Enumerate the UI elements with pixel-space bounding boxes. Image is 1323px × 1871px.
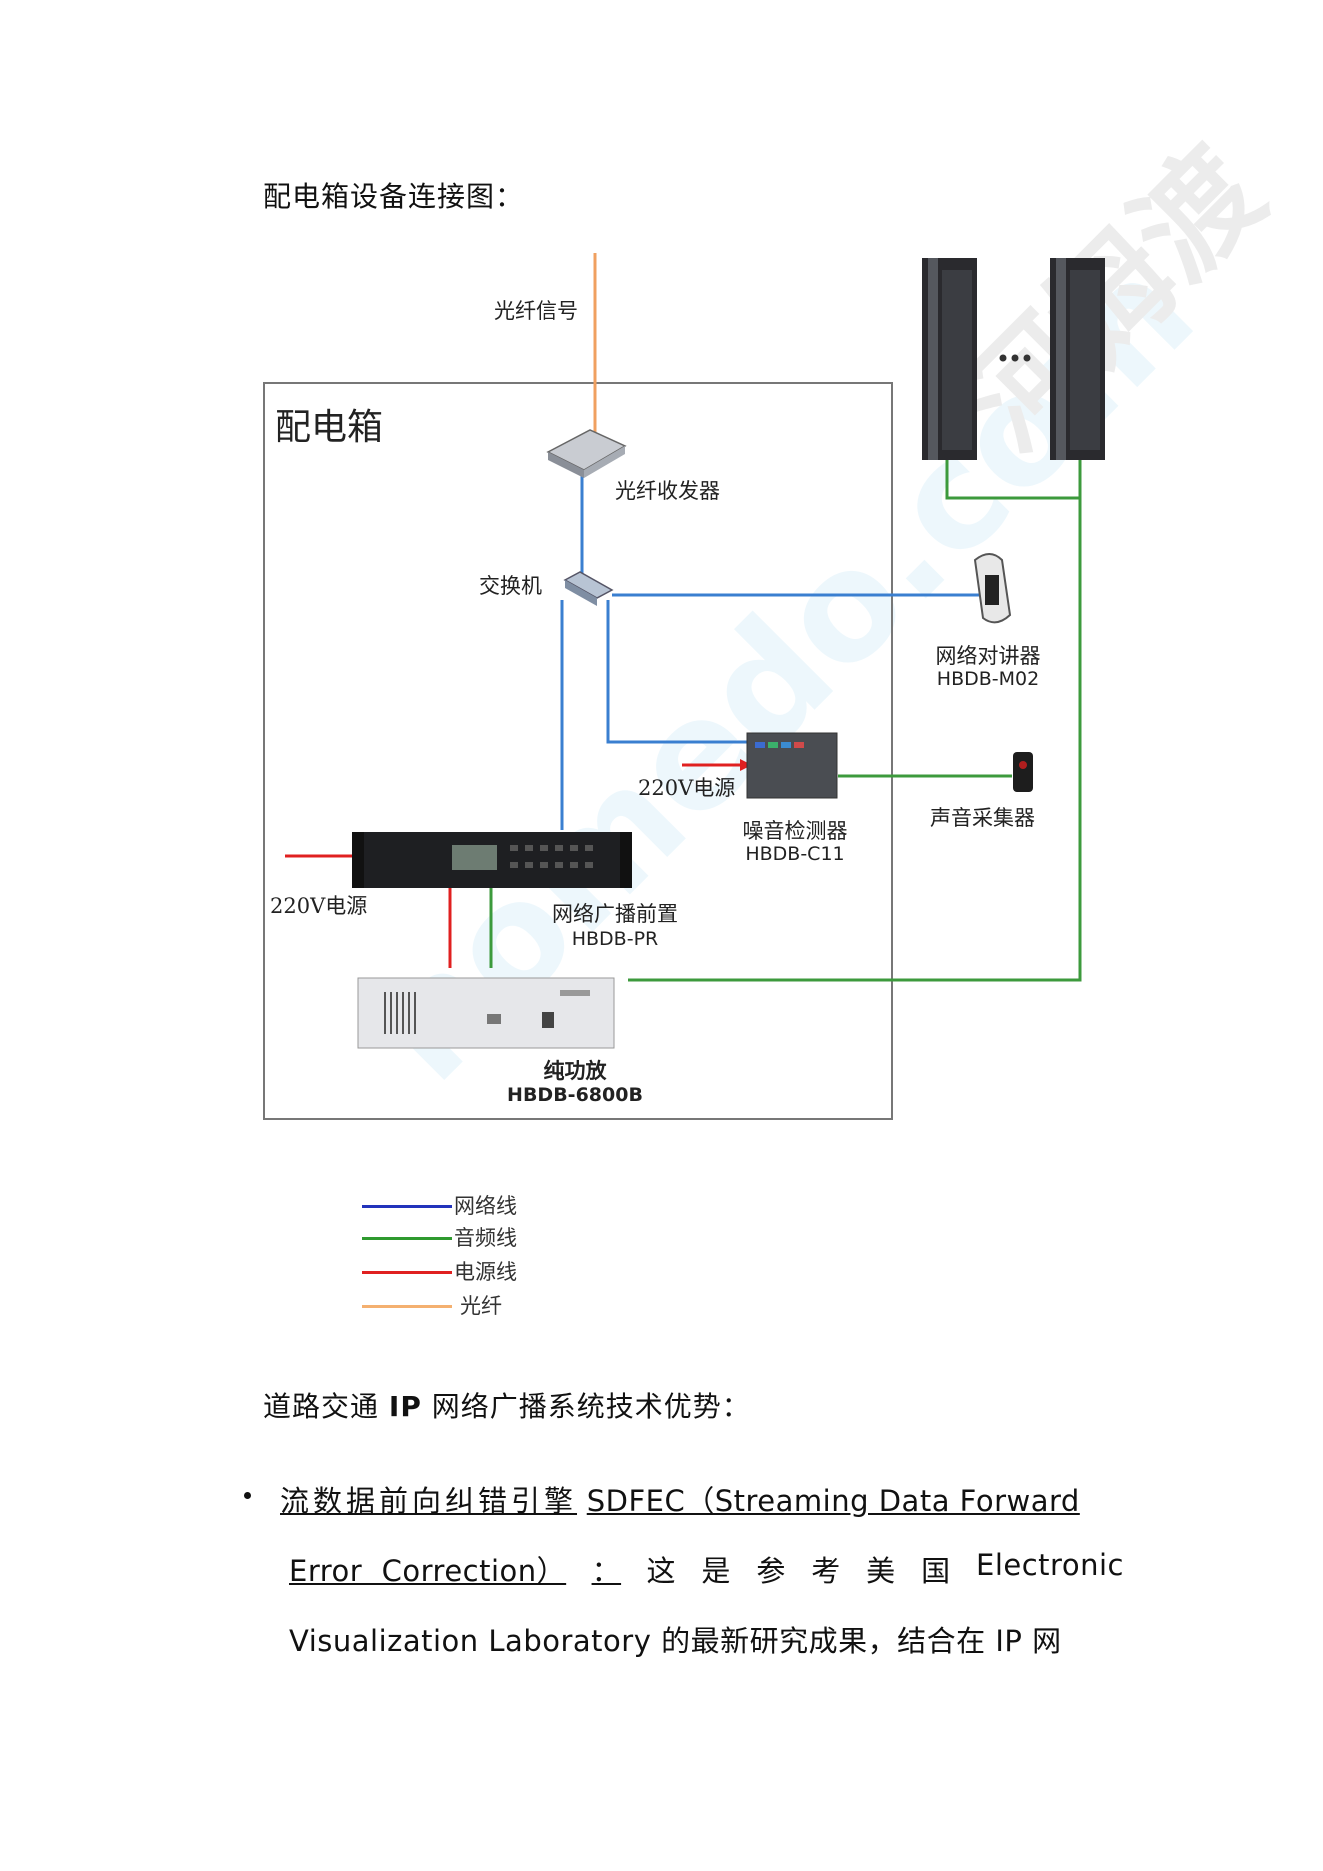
label-intercom-model: HBDB-M02 [936, 668, 1040, 690]
advantages-heading-post: 网络广播系统技术优势： [431, 1390, 751, 1423]
label-noise-detector: 噪音检测器 [742, 819, 848, 843]
audio-lines [489, 460, 1082, 982]
legend-label: 音频线 [454, 1226, 517, 1250]
distribution-box-frame [263, 382, 893, 1120]
body-line-3-ip: IP [995, 1624, 1023, 1658]
body-line-2-char: 国 [921, 1554, 951, 1588]
distribution-box-title: 配电箱 [275, 407, 384, 448]
fiber-transceiver-device [546, 429, 627, 478]
power-lines [285, 763, 740, 968]
network-lines [560, 470, 985, 830]
diagram-heading: 配电箱设备连接图： [263, 180, 525, 213]
label-fiber-signal: 光纤信号 [494, 299, 578, 323]
body-line-3-latin: Visualization Laboratory [289, 1624, 652, 1658]
intercom-device [973, 553, 1012, 624]
preamp-device [352, 832, 632, 888]
body-line-2-colon: ： [591, 1554, 622, 1588]
legend-swatch [362, 1271, 452, 1274]
sound-collector-device [1013, 752, 1033, 792]
body-line-2-end: Electronic [976, 1548, 1124, 1582]
body-line-2-char: 参 [756, 1554, 786, 1588]
label-sound-collector: 声音采集器 [930, 806, 1035, 830]
legend-label: 光纤 [460, 1294, 502, 1318]
body-line-1-cn: 流数据前向纠错引擎 [280, 1484, 578, 1518]
label-amplifier: 纯功放 [543, 1058, 607, 1083]
body-line-3-cn: 的最新研究成果，结合在 [661, 1624, 986, 1658]
body-line-2-char: 美 [866, 1554, 896, 1588]
body-line-2-latin: Error Correction） [289, 1554, 567, 1588]
legend-item: 音频线 [362, 1222, 562, 1252]
advantages-heading: 道路交通 IP 网络广播系统技术优势： [263, 1385, 751, 1425]
body-line-3: Visualization Laboratory 的最新研究成果，结合在 IP … [289, 1618, 1062, 1660]
label-switch: 交换机 [479, 574, 542, 598]
body-line-2-char: 这 [646, 1554, 676, 1588]
body-line-2-char: 是 [701, 1554, 731, 1588]
bullet-icon [244, 1492, 251, 1499]
legend-label: 电源线 [454, 1260, 517, 1284]
diagram-canvas: homedo.com 河姆渡 [263, 123, 1290, 1120]
label-fiber-transceiver: 光纤收发器 [615, 479, 720, 503]
body-line-1: 流数据前向纠错引擎 SDFEC（Streaming Data Forward [280, 1478, 1080, 1520]
arrow-icon [740, 759, 752, 771]
ellipsis-icon [999, 354, 1031, 362]
body-line-3-end: 网 [1032, 1624, 1062, 1658]
legend-swatch [362, 1305, 452, 1308]
label-preamp-model: HBDB-PR [571, 928, 659, 950]
speaker-device [1050, 258, 1105, 460]
label-intercom: 网络对讲器 [935, 644, 1041, 668]
body-line-1-latin: SDFEC（Streaming Data Forward [586, 1484, 1080, 1518]
advantages-heading-pre: 道路交通 [263, 1390, 380, 1423]
label-amplifier-model: HBDB-6800B [507, 1084, 643, 1106]
legend-swatch [362, 1237, 452, 1240]
connection-diagram: homedo.com 河姆渡 [263, 123, 1290, 1120]
noise-detector-device [746, 732, 838, 799]
legend-swatch [362, 1205, 452, 1208]
label-preamp: 网络广播前置 [552, 902, 678, 926]
body-line-2-char: 考 [811, 1554, 841, 1588]
advantages-heading-ip: IP [388, 1390, 422, 1423]
legend-item: 光纤 [362, 1290, 562, 1320]
label-noise-detector-model: HBDB-C11 [745, 843, 845, 865]
amplifier-device [357, 977, 615, 1049]
legend-item: 电源线 [362, 1256, 562, 1286]
label-power-pre: 220V电源 [270, 894, 368, 918]
label-power-noise: 220V电源 [638, 776, 736, 800]
legend-item: 网络线 [362, 1190, 562, 1220]
watermark: homedo.com 河姆渡 [338, 123, 1290, 1114]
body-line-2: Error Correction） ： 这 是 参 考 美 国 Electron… [289, 1548, 1124, 1590]
switch-device [563, 571, 614, 606]
speaker-device [922, 258, 977, 460]
legend-label: 网络线 [454, 1194, 517, 1218]
